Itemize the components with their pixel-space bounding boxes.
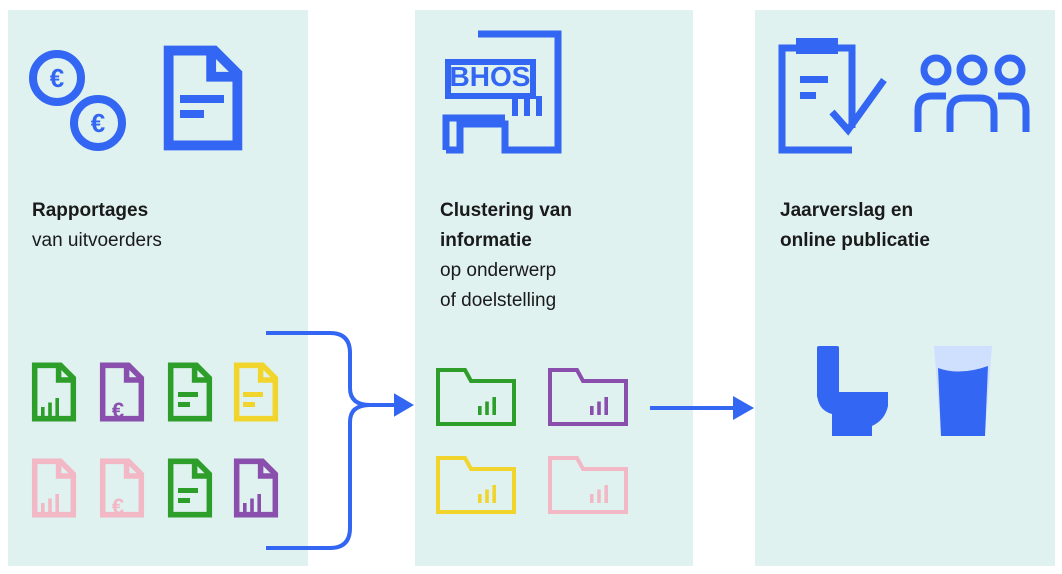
report-doc-green-text-icon-2 — [171, 461, 210, 514]
merge-bracket-arrow — [266, 331, 414, 550]
stage2-title-line1: Clustering van — [440, 200, 572, 221]
stage3-title-line1: Jaarverslag en — [780, 200, 914, 221]
folder-purple-icon — [548, 368, 628, 426]
svg-text:€: € — [91, 108, 105, 138]
arrow-to-publication — [650, 396, 754, 420]
stage3-title-line2: online publicatie — [780, 230, 930, 251]
stage2-title-line2: informatie — [440, 230, 532, 251]
report-doc-green-chart-icon — [35, 365, 74, 418]
folder-yellow-icon — [436, 456, 516, 514]
report-doc-green-text-icon — [171, 365, 210, 418]
toilet-icon — [817, 346, 888, 436]
report-doc-yellow-text-icon — [237, 365, 276, 418]
report-doc-purple-chart-icon — [237, 461, 276, 514]
clipboard-check-icon — [778, 38, 887, 154]
stage1-label: Rapportages van uitvoerders — [32, 196, 162, 256]
stage1-subtitle: van uitvoerders — [32, 230, 162, 251]
report-doc-pink-euro-icon: € — [103, 461, 142, 519]
stage-panel-clustering — [415, 10, 693, 566]
euro-coins-icon: € € — [29, 50, 126, 151]
svg-text:€: € — [112, 494, 124, 519]
cluster-folders — [436, 368, 628, 514]
stage2-sub-line1: op onderwerp — [440, 260, 557, 281]
svg-text:€: € — [50, 63, 64, 93]
folder-pink-icon — [548, 456, 628, 514]
stage1-title: Rapportages — [32, 200, 149, 221]
svg-text:€: € — [112, 398, 124, 423]
stage2-sub-line2: of doelstelling — [440, 290, 557, 311]
stage-panel-publication — [755, 10, 1055, 566]
stage3-label: Jaarverslag en online publicatie — [780, 196, 930, 256]
svg-text:BHOS: BHOS — [450, 61, 531, 92]
stage2-label: Clustering van informatie op onderwerp o… — [440, 196, 572, 316]
water-glass-icon — [934, 346, 992, 436]
bhos-building-icon: BHOS — [442, 30, 562, 154]
report-documents: € € — [35, 365, 276, 519]
document-icon — [169, 51, 238, 146]
report-doc-pink-chart-icon — [35, 461, 74, 514]
folder-green-icon — [436, 368, 516, 426]
people-group-icon — [914, 54, 1030, 132]
report-doc-purple-euro-icon: € — [103, 365, 142, 423]
